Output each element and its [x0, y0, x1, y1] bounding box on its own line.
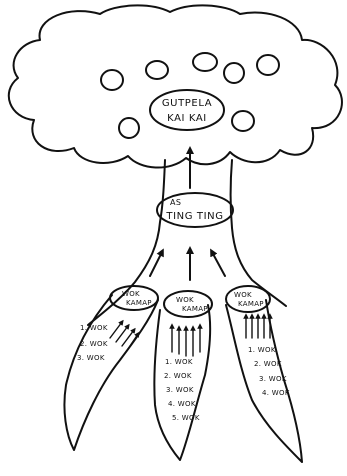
- trunk-left-edge: [87, 159, 166, 326]
- root-left-label-ellipse: [109, 285, 159, 311]
- root-middle-label-ellipse: [163, 290, 213, 318]
- canopy-label-ellipse: [149, 89, 225, 131]
- fruit-circle: [192, 52, 218, 72]
- canopy-label-line1: GUTPELA: [162, 98, 212, 109]
- root-left-item: 1. WOK: [80, 324, 108, 332]
- root-middle-item: 3. WOK: [166, 386, 194, 394]
- trunk-right-edge: [229, 159, 287, 307]
- root-left-arrows: [109, 319, 140, 353]
- arrow-root3-to-trunk: [210, 248, 226, 277]
- root-middle-label-line1: WOK: [176, 296, 194, 304]
- fruit-circle: [256, 54, 280, 76]
- root-right-item: 3. WOK: [259, 375, 287, 383]
- root-middle-item: 1. WOK: [165, 358, 193, 366]
- root-left-label-line2: KAMAP: [126, 299, 152, 307]
- trunk-label-line1: AS: [170, 198, 181, 207]
- root-right-label-line1: WOK: [234, 291, 252, 299]
- fruit-circle: [118, 117, 140, 139]
- root-left-item: 3. WOK: [77, 354, 105, 362]
- root-left-outline: [63, 294, 159, 451]
- fruit-circle: [145, 60, 169, 80]
- root-middle-item: 4. WOK: [168, 400, 196, 408]
- root-right-label-ellipse: [225, 285, 271, 313]
- root-middle-label-line2: KAMAP: [182, 305, 208, 313]
- fruit-circle: [231, 110, 255, 132]
- root-middle-outline: [153, 304, 212, 461]
- fruit-circle: [223, 62, 245, 84]
- trunk-label-line2: TING TING: [165, 211, 223, 222]
- root-middle-arrows: [169, 323, 203, 357]
- root-right-outline: [225, 299, 303, 463]
- canopy-outline: [7, 4, 343, 169]
- root-right-item: 4. WOK: [262, 389, 290, 397]
- root-middle-item: 2. WOK: [164, 372, 192, 380]
- canopy-label-line2: KAI KAI: [167, 113, 207, 124]
- fruit-circle: [100, 69, 124, 91]
- root-right-arrows: [243, 313, 273, 339]
- root-middle-item: 5. WOK: [172, 414, 200, 422]
- root-left-item: 2. WOK: [80, 340, 108, 348]
- trunk-label-ellipse: [156, 192, 234, 228]
- root-right-label-line2: KAMAP: [238, 300, 264, 308]
- root-right-item: 2. WOK: [254, 360, 282, 368]
- canopy-fruits: [100, 52, 280, 139]
- arrow-root1-to-trunk: [149, 248, 164, 277]
- root-left-label-line1: WOK: [122, 290, 140, 298]
- root-right-item: 1. WOK: [248, 346, 276, 354]
